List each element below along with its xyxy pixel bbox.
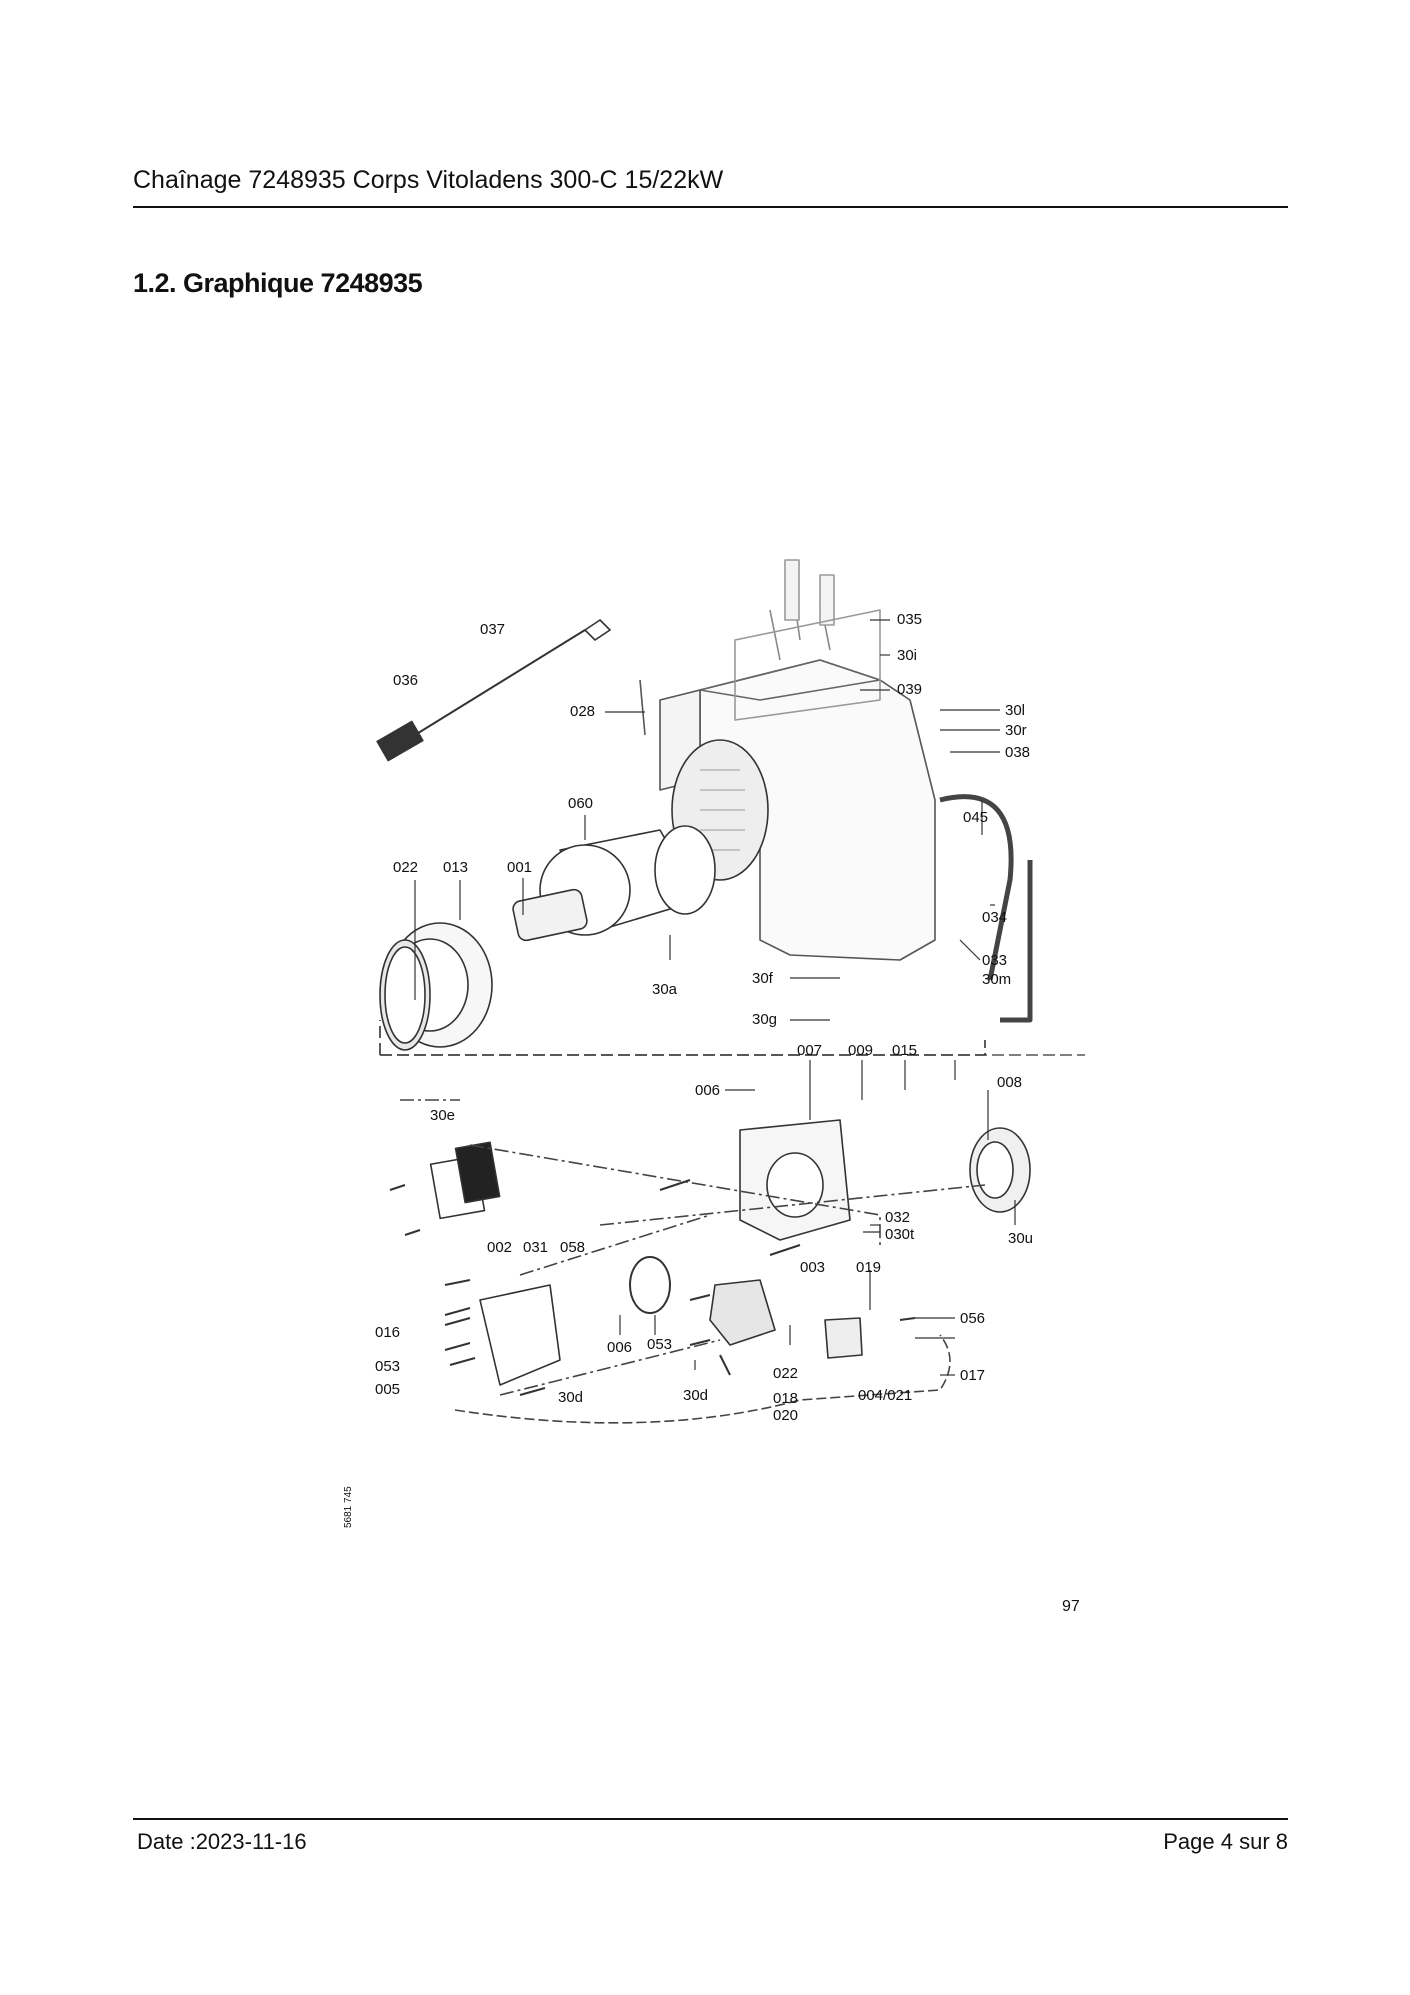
callout-label: 008 [997, 1074, 1022, 1091]
callout-label: 004/021 [858, 1387, 912, 1404]
callout-label: 030t [885, 1226, 915, 1243]
footer-page-indicator: Page 4 sur 8 [1163, 1829, 1288, 1854]
callout-label: 003 [800, 1259, 825, 1276]
callout-label: 034 [982, 909, 1007, 926]
callout-label: 015 [892, 1042, 917, 1059]
callout-label: 009 [848, 1042, 873, 1059]
callout-label: 018 [773, 1390, 798, 1407]
callout-labels: 035 30i 039 30l 30r 038 045 034 033 30m … [375, 611, 1033, 1424]
callout-label: 017 [960, 1367, 985, 1384]
callout-label: 30d [558, 1389, 583, 1406]
callout-label: 039 [897, 681, 922, 698]
callout-label: 019 [856, 1259, 881, 1276]
callout-label: 056 [960, 1310, 985, 1327]
callout-label: 30g [752, 1011, 777, 1028]
callout-label: 30l [1005, 702, 1025, 719]
callout-label: 020 [773, 1407, 798, 1424]
callout-label: 006 [607, 1339, 632, 1356]
callout-label: 036 [393, 672, 418, 689]
callout-label: 30m [982, 971, 1011, 988]
callout-label: 032 [885, 1209, 910, 1226]
callout-label: 033 [982, 952, 1007, 969]
callout-label: 30r [1005, 722, 1027, 739]
callout-label: 30f [752, 970, 774, 987]
callout-label: 30u [1008, 1230, 1033, 1247]
source-page-number: 97 [1062, 1598, 1080, 1615]
callout-label: 045 [963, 809, 988, 826]
callout-label: 053 [375, 1358, 400, 1375]
footer-date: Date :2023-11-16 [137, 1829, 307, 1854]
callout-label: 028 [570, 703, 595, 720]
callout-label: 30a [652, 981, 678, 998]
callout-label: 002 [487, 1239, 512, 1256]
callout-label: 038 [1005, 744, 1030, 761]
callout-label: 035 [897, 611, 922, 628]
callout-label: 006 [695, 1082, 720, 1099]
callout-label: 007 [797, 1042, 822, 1059]
section-title: 1.2. Graphique 7248935 [133, 268, 423, 298]
callout-label: 001 [507, 859, 532, 876]
callout-label: 058 [560, 1239, 585, 1256]
callout-label: 031 [523, 1239, 548, 1256]
callout-label: 022 [773, 1365, 798, 1382]
drawing-reference-code: 5681 745 [343, 1486, 354, 1528]
callout-label: 30i [897, 647, 917, 664]
callout-label: 022 [393, 859, 418, 876]
footer-divider [133, 1818, 1288, 1820]
callout-label: 060 [568, 795, 593, 812]
callout-label: 30e [430, 1107, 455, 1124]
callout-label: 013 [443, 859, 468, 876]
callout-label: 053 [647, 1336, 672, 1353]
callout-label: 30d [683, 1387, 708, 1404]
callout-label: 016 [375, 1324, 400, 1341]
page-header-title: Chaînage 7248935 Corps Vitoladens 300-C … [133, 166, 724, 194]
callout-label: 005 [375, 1381, 400, 1398]
header-divider [133, 206, 1288, 208]
callout-label: 037 [480, 621, 505, 638]
